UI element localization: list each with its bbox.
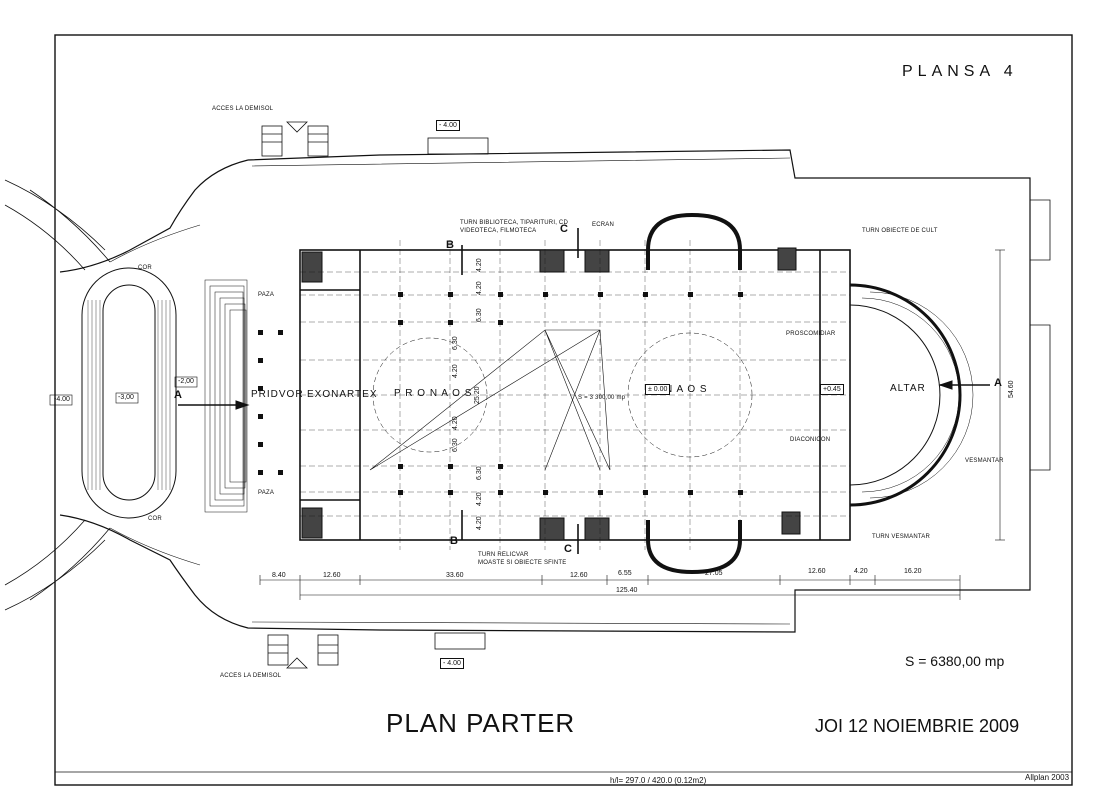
dimension-6: 27.05 <box>705 570 723 577</box>
software-label: Allplan 2003 <box>1025 773 1070 782</box>
section-arrow-a-left <box>235 400 250 410</box>
dimension-7: 12.60 <box>808 568 826 575</box>
column-grid <box>300 240 850 550</box>
room-paza-top: PAZA <box>258 292 275 298</box>
total-area: S = 6380,00 mp <box>905 653 1005 669</box>
level-box-left-mid <box>115 392 139 404</box>
pronaos-area: S = 3 300,00 mp <box>578 395 626 401</box>
altar-apse-outer <box>849 283 962 507</box>
dimension-2: 12.60 <box>323 572 341 579</box>
room-exonartex: EXONARTEX <box>307 389 378 400</box>
dimension-5: 6.55 <box>618 570 632 577</box>
sheet-frame <box>54 34 1073 786</box>
dimension-8: 4.20 <box>854 568 868 575</box>
section-b-bottom: B <box>450 535 458 547</box>
section-c-bottom: C <box>564 543 572 555</box>
drawing-date: JOI 12 NOIEMBRIE 2009 <box>815 716 1020 736</box>
vdim-bottom-1: 6.30 <box>476 466 483 480</box>
terrace-outline <box>59 149 1031 633</box>
level-left-near: -2,00 <box>178 378 194 385</box>
dimension-overall-length: 125.40 <box>616 587 638 594</box>
naos-dome <box>627 332 753 458</box>
tower-blocks <box>301 247 801 541</box>
room-naos: N A O S <box>665 384 708 395</box>
entrance-steps <box>204 279 248 513</box>
pronaos-diagonals <box>369 329 611 471</box>
naos-apse-north <box>646 212 742 270</box>
room-vesmantar: VESMANTAR <box>965 458 1004 464</box>
vdim-mid-1: 6.30 <box>452 336 459 350</box>
acces-demisol-bottom: ACCES LA DEMISOL <box>220 673 282 679</box>
dimension-lines <box>259 249 1005 600</box>
turn-biblioteca-line2: VIDEOTECA, FILMOTECA <box>460 228 537 234</box>
sheet-number: PLANSA 4 <box>902 63 1018 80</box>
vdim-bottom-3: 4.20 <box>476 516 483 530</box>
level-altar: +0.45 <box>820 384 844 395</box>
vdim-top-1: 4.20 <box>476 258 483 272</box>
vdim-mid-2: 4.20 <box>452 364 459 378</box>
room-pridvor: PRIDVOR <box>251 389 304 400</box>
room-pronaos: P R O N A O S <box>394 388 473 399</box>
columns <box>258 292 743 495</box>
turn-vesmantar: TURN VESMANTAR <box>872 534 931 540</box>
terrace-inner <box>251 157 791 625</box>
road-north <box>4 179 111 271</box>
stair-access-top <box>261 125 489 157</box>
section-arrow-a-right <box>938 380 953 390</box>
dimension-1: 8.40 <box>272 572 286 579</box>
room-paza-bottom: PAZA <box>258 490 275 496</box>
vdim-bottom-2: 4.20 <box>476 492 483 506</box>
cor-loop-outer <box>81 267 177 519</box>
dimension-3: 33.60 <box>446 572 464 579</box>
vdim-top-3: 6.30 <box>476 308 483 322</box>
pronaos-dome <box>372 337 488 453</box>
turn-relicvar-line1: TURN RELICVAR <box>478 552 529 558</box>
stair-access-bottom <box>267 632 486 666</box>
room-cor-bottom: COR <box>148 516 162 522</box>
altar-apse-steps <box>861 291 974 499</box>
level-left-mid: -3,00 <box>118 394 134 401</box>
arrow-acces-bottom <box>286 657 308 669</box>
turn-relicvar-line2: MOASTE SI OBIECTE SFINTE <box>478 560 567 566</box>
dimension-4: 12.60 <box>570 572 588 579</box>
drawing-title: PLAN PARTER <box>386 708 576 738</box>
section-lines <box>178 228 990 554</box>
level-left-far: -4.00 <box>54 396 70 403</box>
naos-apse-south <box>646 520 742 575</box>
room-altar: ALTAR <box>890 383 926 394</box>
section-a-right: A <box>994 377 1002 389</box>
level-top: - 4.00 <box>436 120 460 131</box>
dimension-9: 16.20 <box>904 568 922 575</box>
section-c-top: C <box>560 223 568 235</box>
road-curves <box>109 224 201 566</box>
level-naos: ± 0.00 <box>645 384 671 395</box>
turn-biblioteca-line1: TURN BIBLIOTECA, TIPARITURI, CD <box>460 220 568 226</box>
level-box-left-near <box>174 376 198 388</box>
level-bottom: - 4.00 <box>440 658 464 669</box>
east-terrace-tick <box>1030 199 1051 471</box>
paper-format: h/l= 297.0 / 420.0 (0.12m2) <box>610 776 707 785</box>
room-proscomidiar: PROSCOMIDIAR <box>786 331 836 337</box>
level-box-left-far <box>49 394 73 406</box>
section-a-left: A <box>174 389 182 401</box>
arrow-acces-top <box>286 121 308 133</box>
room-diaconicon: DIACONICON <box>790 437 831 443</box>
room-ecran: ECRAN <box>592 222 615 228</box>
acces-demisol-top: ACCES LA DEMISOL <box>212 106 274 112</box>
cor-loop-inner <box>102 284 156 501</box>
altar-apse-inner <box>849 304 941 486</box>
vdim-mid-3: 25.20 <box>474 386 481 404</box>
vdim-top-2: 4.20 <box>476 281 483 295</box>
dimension-overall-width: 54.60 <box>1008 380 1015 398</box>
vdim-mid-5: 6.30 <box>452 438 459 452</box>
turn-obiecte-cult: TURN OBIECTE DE CULT <box>862 228 938 234</box>
section-b-top: B <box>446 239 454 251</box>
vdim-mid-4: 4.20 <box>452 416 459 430</box>
room-cor-top: COR <box>138 265 152 271</box>
road-south <box>4 519 111 611</box>
